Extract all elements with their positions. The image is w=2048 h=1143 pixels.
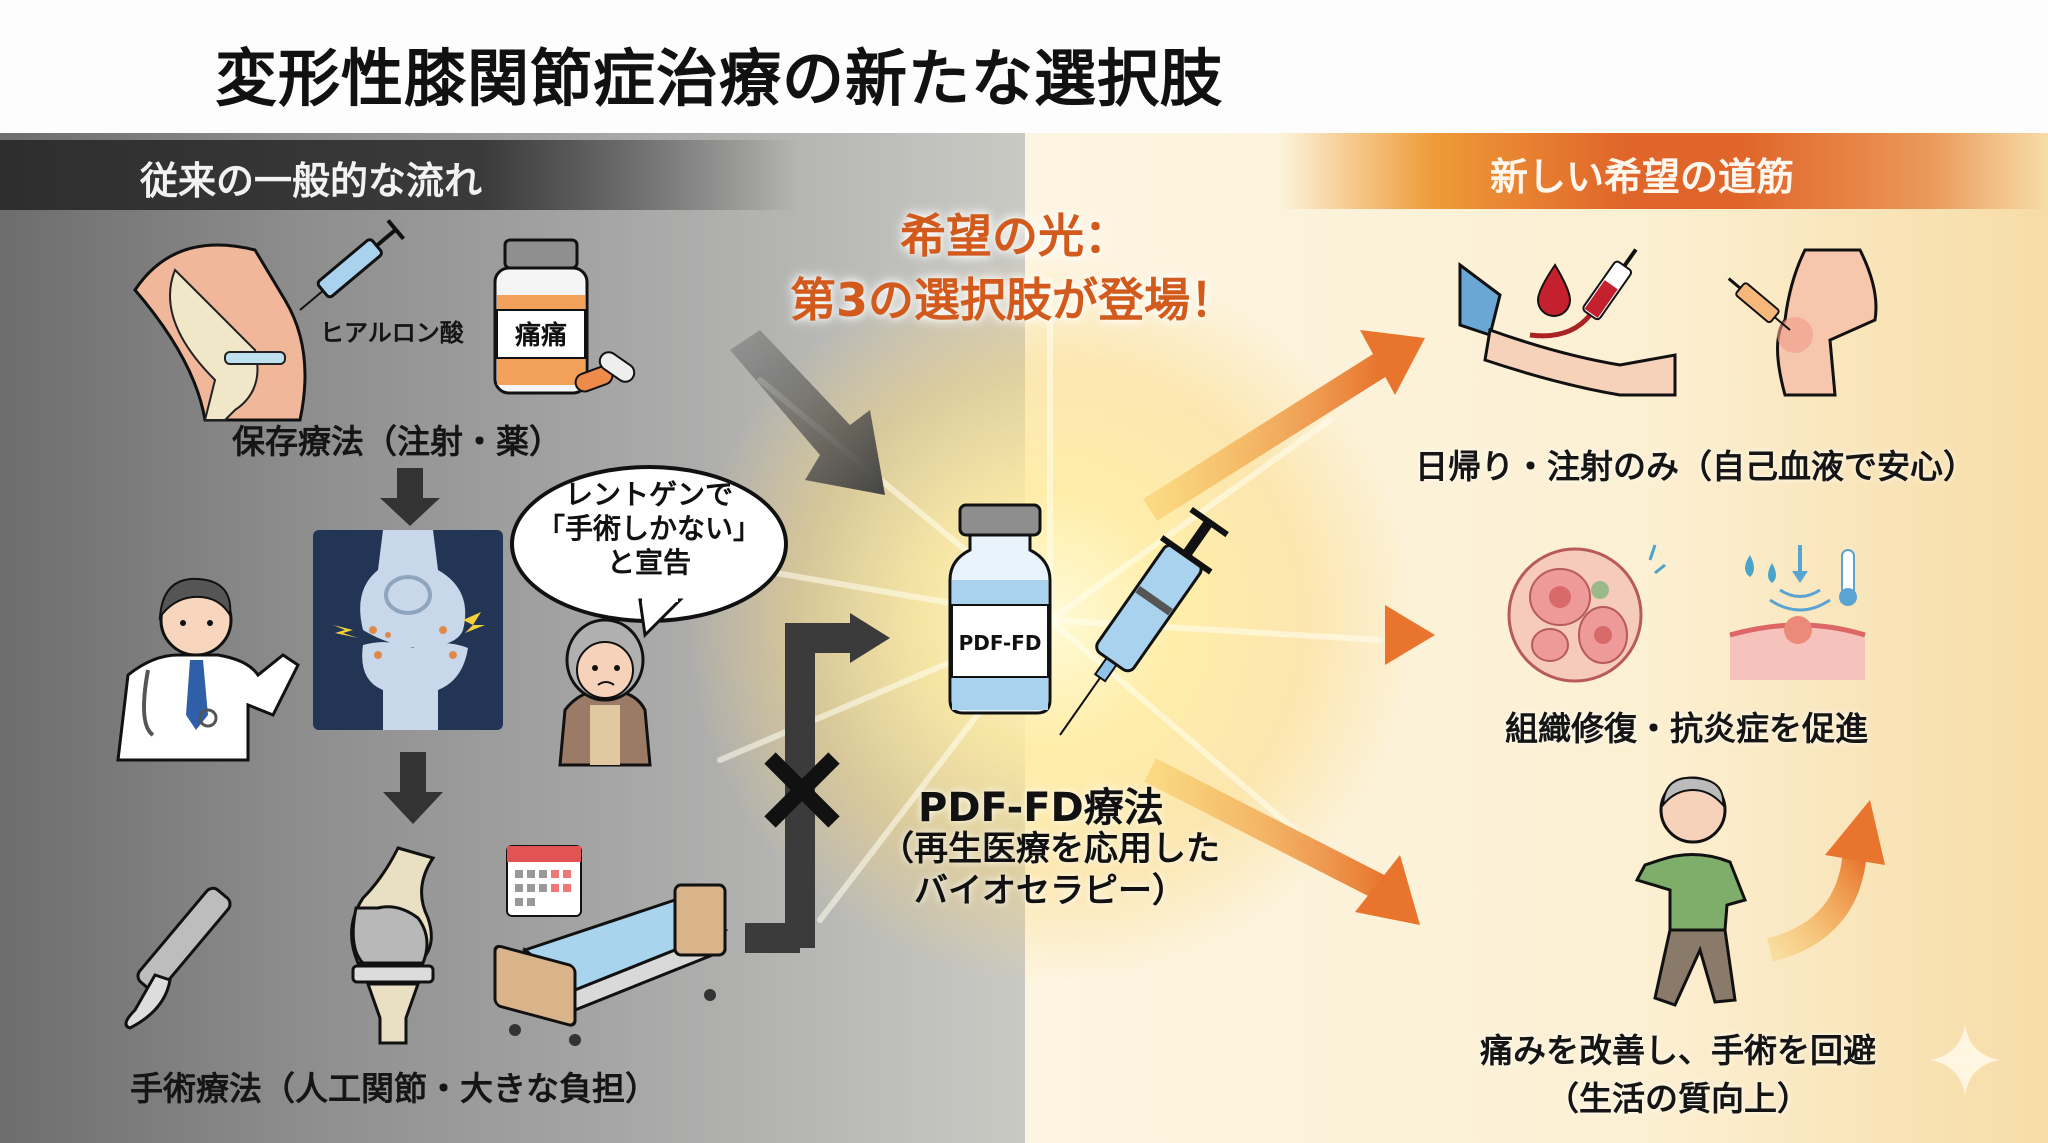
therapy-desc-line1: （再生医療を応用した xyxy=(880,829,1220,869)
benefit-3-line1: 痛みを改善し、手術を回避 xyxy=(1480,1031,1876,1070)
right-header-band xyxy=(1280,133,2048,209)
benefit-3-label: 痛みを改善し、手術を回避 （生活の質向上） xyxy=(1480,1027,1876,1123)
pill-bottle-icon: 痛痛 xyxy=(493,238,636,395)
hyaluronic-acid-label: ヒアルロン酸 xyxy=(320,319,464,347)
left-header-band xyxy=(0,140,800,210)
knee-injection-icon xyxy=(133,219,406,422)
diagonal-arrow-icon xyxy=(730,330,885,495)
upward-curve-arrow-icon xyxy=(1766,800,1885,962)
benefit-2-label: 組織修復・抗炎症を促進 xyxy=(1505,709,1868,748)
blocked-path-arrow-icon xyxy=(745,613,890,953)
benefit-3-line2: （生活の質向上） xyxy=(1546,1079,1810,1118)
vial-label: PDF-FD xyxy=(959,631,1042,655)
hope-headline-line1: 希望の光： xyxy=(900,209,1130,263)
syringe-icon xyxy=(1059,506,1229,736)
conservative-therapy-label: 保存療法（注射・薬） xyxy=(232,422,562,461)
artificial-joint-icon xyxy=(350,846,436,1045)
cross-mark-icon xyxy=(764,752,840,828)
scalpel-icon xyxy=(124,886,232,1030)
speech-bubble-text: レントゲンで 「手術しかない」 と宣告 xyxy=(510,478,788,580)
blood-draw-icon xyxy=(1458,248,1677,397)
hope-headline-line2: 第3の選択肢が登場！ xyxy=(790,273,1237,327)
right-section-header: 新しい希望の道筋 xyxy=(1490,155,1795,199)
surgical-therapy-label: 手術療法（人工関節・大きな負担） xyxy=(130,1069,658,1108)
page-title: 変形性膝関節症治療の新たな選択肢 xyxy=(215,42,1224,115)
arrow-to-benefit-3 xyxy=(1144,758,1420,925)
xray-icon xyxy=(313,530,503,730)
down-arrow-icon xyxy=(383,752,443,824)
sparkle-icon xyxy=(1930,1025,2000,1095)
therapy-name: PDF-FD療法 xyxy=(918,785,1164,831)
knee-icon xyxy=(1727,248,1878,397)
therapy-description: （再生医療を応用した バイオセラピー） xyxy=(870,828,1230,912)
speech-line-1: レントゲンで xyxy=(564,478,733,511)
benefit-1-label: 日帰り・注射のみ（自己血液で安心） xyxy=(1415,447,1976,486)
inflammation-icon xyxy=(1729,545,1866,680)
orange-arrows xyxy=(1143,330,1435,925)
speech-line-2: 「手術しかない」 xyxy=(536,512,761,545)
speech-line-3: と宣告 xyxy=(606,546,691,579)
calendar-icon xyxy=(506,845,582,917)
patient-icon xyxy=(558,618,652,767)
vial-icon: PDF-FD xyxy=(948,503,1052,715)
title-band xyxy=(0,0,2048,133)
doctor-icon xyxy=(116,577,300,762)
walking-man-icon xyxy=(1634,776,1748,1007)
cells-icon xyxy=(1507,544,1666,683)
therapy-desc-line2: バイオセラピー） xyxy=(914,871,1186,911)
hospital-bed-icon xyxy=(493,883,729,1046)
speech-bubble-tail xyxy=(638,594,684,639)
pill-bottle-label: 痛痛 xyxy=(515,320,567,351)
left-section-header: 従来の一般的な流れ xyxy=(140,159,483,203)
arrow-to-benefit-1 xyxy=(1143,330,1425,521)
arrow-to-benefit-2 xyxy=(1150,605,1435,665)
down-arrow-icon xyxy=(380,468,440,526)
